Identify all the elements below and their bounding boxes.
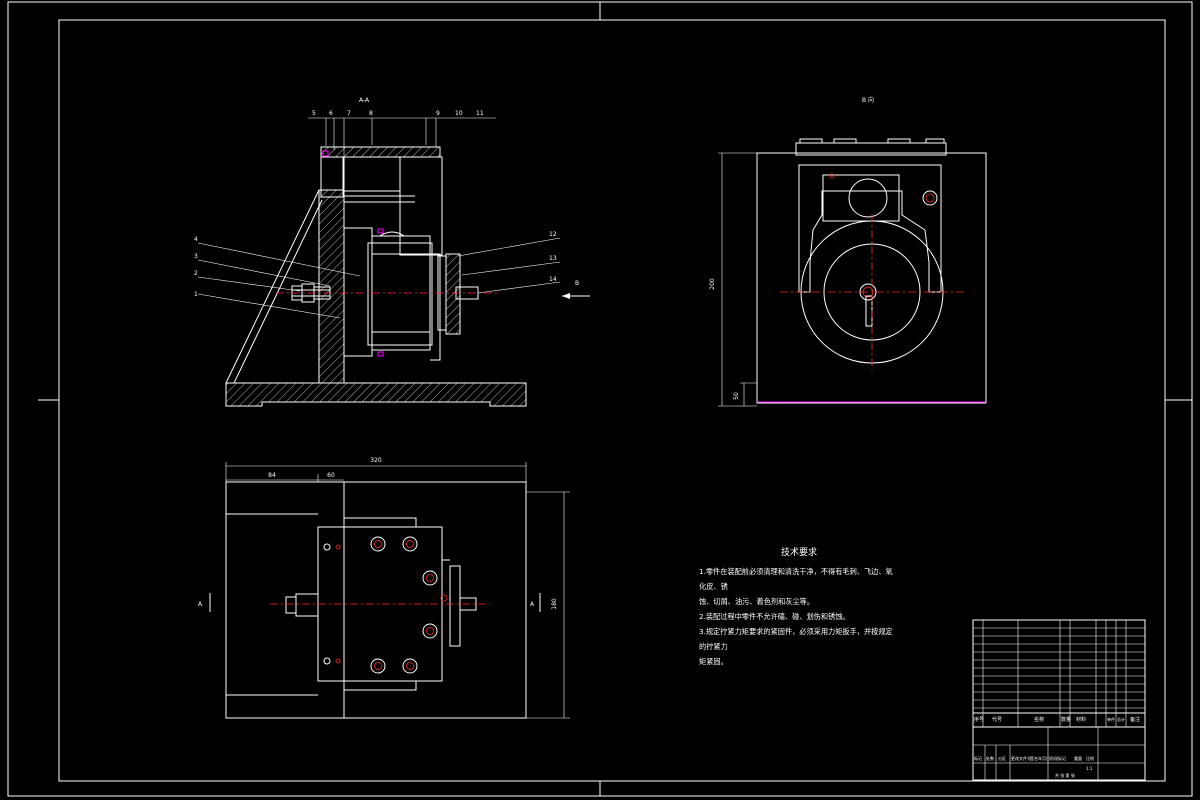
part-number-2: 2 — [194, 270, 198, 277]
stage-label: 阶段标记 — [1050, 755, 1066, 761]
arrow-label-b: B — [575, 280, 579, 287]
header-remark: 备注 — [1130, 716, 1140, 723]
part-number-4: 4 — [194, 236, 198, 243]
part-number-12: 12 — [549, 231, 557, 238]
header-material: 材料 — [1076, 716, 1086, 723]
section-label: A-A — [359, 97, 370, 104]
footer-count: 处数 — [986, 755, 994, 761]
section-marker-right: A — [530, 601, 535, 608]
part-number-10: 10 — [455, 110, 463, 117]
part-number-8: 8 — [369, 110, 373, 117]
scale-label: 比例 — [1086, 755, 1094, 761]
part-number-13: 13 — [549, 255, 557, 262]
part-number-9: 9 — [436, 110, 440, 117]
vertical-wall — [318, 189, 345, 384]
dim-right-height: 180 — [551, 598, 558, 610]
sheet-frame — [7, 1, 1193, 797]
part-number-6: 6 — [329, 110, 333, 117]
part-number-3: 3 — [194, 253, 198, 260]
tech-requirement-line-4: 3.规定拧紧力矩要求的紧固件，必须采用力矩扳手，并按规定的拧紧力 — [699, 627, 893, 651]
section-view-aa: A-A — [197, 97, 590, 407]
dim-top-overall: 320 — [370, 457, 382, 464]
sheet-label: 共 张 第 张 — [1055, 772, 1075, 778]
footer-mark: 标记 — [974, 755, 982, 761]
header-unit: 单件 — [1107, 716, 1115, 722]
dim-top-mid: 60 — [327, 472, 335, 479]
title-block: 序号 代号 名称 数量 材料 单件 总计 备注 标记 处数 分区 更改文件号 签… — [972, 619, 1146, 781]
part-number-5: 5 — [312, 110, 316, 117]
section-marker-left: A — [198, 601, 203, 608]
tech-requirement-line-2: 蚀、切屑、油污、着色剂和灰尘等。 — [699, 597, 815, 606]
header-qty: 数量 — [1061, 716, 1071, 723]
bolt-holes — [323, 536, 448, 674]
footer-zone: 分区 — [998, 755, 1006, 761]
header-code: 代号 — [992, 716, 1002, 723]
dim-top-left: 84 — [268, 472, 276, 479]
header-name: 名称 — [1034, 716, 1044, 723]
weight-label: 重量 — [1074, 755, 1082, 761]
dim-side-height: 200 — [709, 278, 716, 290]
base-plate — [225, 382, 527, 407]
tech-requirements: 技术要求 1.零件在装配前必须清理和清洗干净，不得有毛刺、飞边、氧化皮、锈 蚀、… — [699, 545, 899, 669]
part-number-14: 14 — [549, 276, 557, 283]
tech-requirement-line-3: 2.装配过程中零件不允许磕、碰、划伤和锈蚀。 — [699, 612, 850, 621]
tech-requirements-title: 技术要求 — [780, 548, 817, 558]
part-number-1: 1 — [194, 291, 198, 298]
side-view-label: B 向 — [862, 96, 874, 104]
tech-requirement-line-1: 1.零件在装配前必须清理和清洗干净，不得有毛刺、飞边、氧化皮、锈 — [699, 567, 893, 591]
part-number-7: 7 — [347, 110, 351, 117]
side-view-b: B 向 200 50 — [709, 96, 987, 407]
header-seq: 序号 — [974, 716, 984, 723]
tech-requirement-line-5: 矩紧固。 — [699, 657, 728, 666]
header-total: 总计 — [1117, 716, 1125, 722]
scale-value: 1:1 — [1086, 766, 1093, 771]
footer-date: 年月日 — [1038, 755, 1050, 761]
part-number-labels: 5 6 7 8 9 10 11 4 3 2 1 12 13 14 — [194, 110, 557, 298]
footer-change: 更改文件号 — [1011, 755, 1031, 761]
top-block — [320, 146, 441, 158]
dim-side-base: 50 — [733, 392, 740, 400]
footer-sign: 签名 — [1030, 755, 1038, 761]
top-view: 320 84 60 180 A A — [198, 457, 570, 719]
part-number-11: 11 — [476, 110, 484, 117]
